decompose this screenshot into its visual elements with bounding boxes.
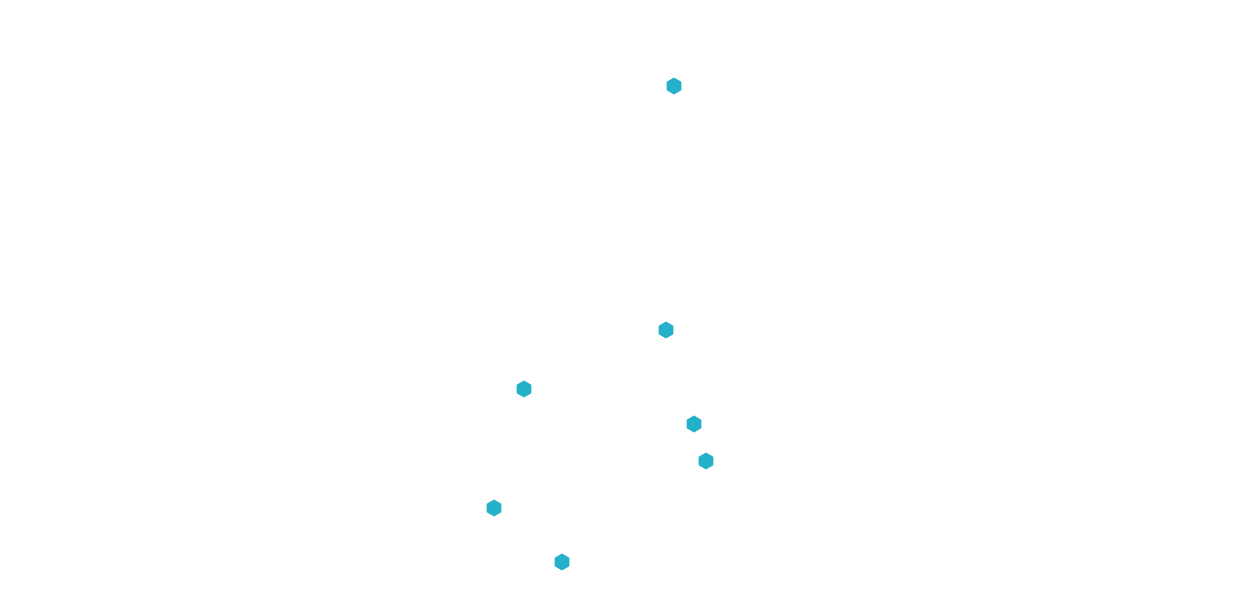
data-point-0-2 (516, 380, 532, 398)
data-point-0-4 (698, 452, 714, 470)
data-point-0-5 (486, 499, 502, 517)
data-point-0-0 (666, 77, 682, 95)
points-layer (486, 77, 714, 571)
data-point-0-3 (686, 415, 702, 433)
data-point-0-1 (658, 321, 674, 339)
data-point-0-6 (554, 553, 570, 571)
